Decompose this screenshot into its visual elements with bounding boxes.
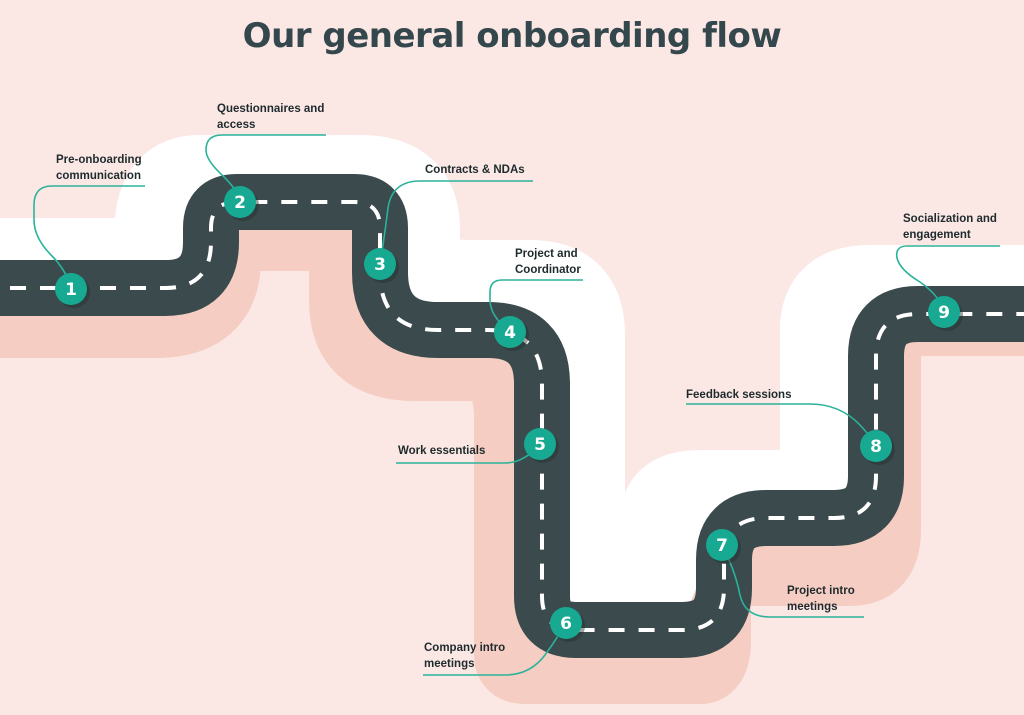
leader-line-7 [721, 544, 864, 618]
step-marker-3: 3 [364, 248, 399, 283]
step-marker-1: 1 [55, 273, 90, 308]
leader-line-9 [895, 245, 1000, 313]
step-label-3: Contracts & NDAs [425, 164, 525, 176]
step-marker-number: 2 [234, 193, 246, 213]
step-marker-number: 1 [65, 280, 77, 300]
step-marker-circle [928, 296, 960, 328]
step-marker-number: 5 [534, 435, 546, 455]
step-label-9: Socialization and engagement [903, 213, 997, 241]
leader-line-1 [33, 185, 145, 289]
step-marker-number: 4 [504, 323, 516, 343]
road-center-dashes [0, 200, 1024, 632]
step-marker-8: 8 [860, 430, 895, 465]
step-label-2: Questionnaires and access [217, 103, 325, 131]
step-label-4: Project and Coordinator [515, 248, 581, 276]
step-marker-circle [364, 248, 396, 280]
step-marker-number: 8 [870, 437, 882, 457]
step-marker-7: 7 [706, 529, 741, 564]
step-marker-circle [524, 428, 556, 460]
step-label-5: Work essentials [398, 445, 486, 457]
leader-line-3 [379, 180, 533, 265]
step-markers: 1 2 3 4 5 6 7 8 9 [55, 186, 963, 642]
step-marker-5: 5 [524, 428, 559, 463]
step-marker-circle [494, 316, 526, 348]
step-marker-2: 2 [224, 186, 259, 221]
step-marker-6: 6 [550, 607, 585, 642]
step-label-6: Company intro meetings [424, 642, 506, 670]
step-marker-number: 7 [716, 536, 728, 556]
step-marker-4: 4 [494, 316, 529, 351]
step-marker-circle [550, 607, 582, 639]
step-marker-circle [224, 186, 256, 218]
step-label-8: Feedback sessions [686, 389, 792, 401]
step-marker-number: 6 [560, 614, 572, 634]
road-highlight [0, 135, 1024, 630]
step-marker-circle [706, 529, 738, 561]
step-label-1: Pre-onboarding communication [56, 154, 142, 182]
step-marker-circle [860, 430, 892, 462]
step-marker-number: 9 [938, 303, 950, 323]
step-label-7: Project intro meetings [787, 585, 855, 613]
page-title: Our general onboarding flow [242, 16, 782, 56]
step-marker-number: 3 [374, 255, 386, 275]
step-marker-circle [55, 273, 87, 305]
step-marker-9: 9 [928, 296, 963, 331]
